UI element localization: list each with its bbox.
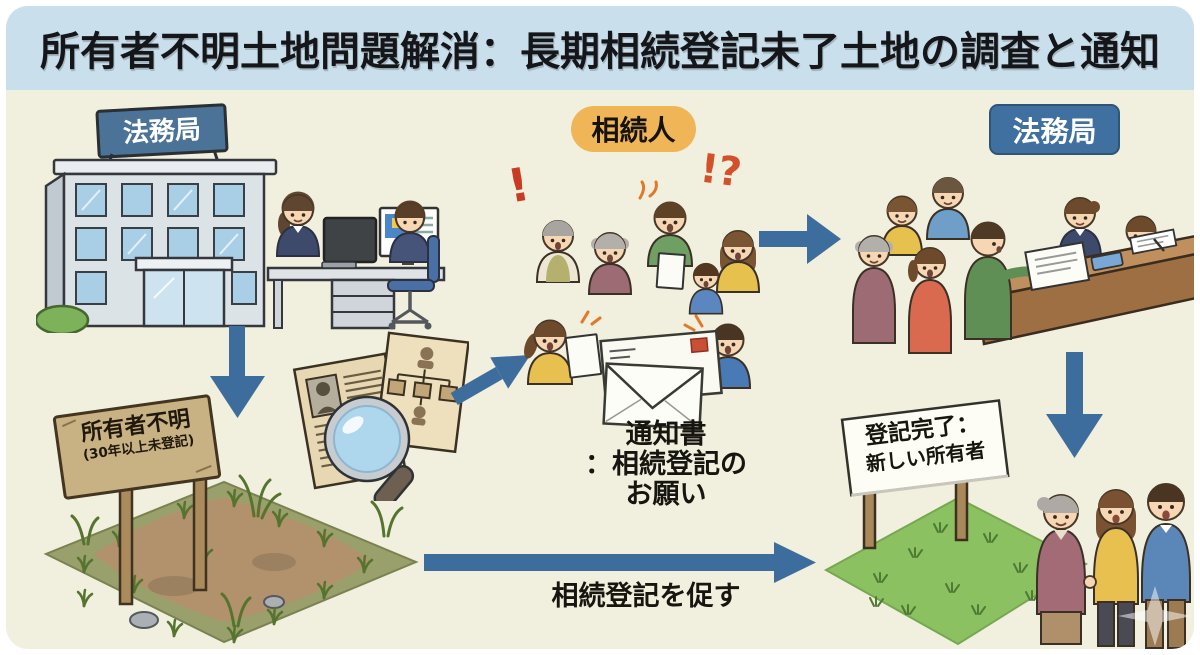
stone <box>129 611 159 629</box>
owner-man <box>1141 483 1191 649</box>
monitor-back <box>322 216 378 264</box>
arrow-shaft <box>759 231 809 247</box>
desk-drawers <box>330 278 396 330</box>
wood-sign-board <box>52 394 222 500</box>
heir-woman-mother <box>715 230 761 293</box>
arrow-head <box>774 542 816 583</box>
counter-items <box>1090 228 1178 272</box>
customer-elderly-woman <box>852 235 896 344</box>
building-side-wall <box>44 171 66 328</box>
homukyoku-badge: 法務局 <box>989 104 1120 155</box>
notice-caption: 通知書 ：相続登記の お願い <box>544 419 788 511</box>
registration-sign-scene: 登記完了： 新しい所有者 <box>836 396 1014 556</box>
arrow-heirs-to-bureau <box>759 212 843 266</box>
heirs-badge: 相続人 <box>571 106 696 152</box>
window-glints <box>81 189 239 255</box>
customer-woman-red <box>908 247 952 354</box>
vacant-land-illustration <box>43 394 419 644</box>
office-chair <box>387 235 440 330</box>
arrow-shaft <box>229 326 245 377</box>
notice-line2: ：相続登記の <box>585 449 747 481</box>
building-roof <box>52 158 278 176</box>
records-search-scene <box>289 321 469 501</box>
entrance-awning <box>134 256 234 272</box>
tall-grass <box>70 474 404 628</box>
arrow-head <box>490 355 531 389</box>
homukyoku-building-scene: 法務局 <box>36 98 446 333</box>
submitted-document <box>1024 241 1091 292</box>
desk-leg <box>273 279 283 329</box>
land-dirt <box>94 498 372 622</box>
arrow-head <box>210 376 265 418</box>
heir-child <box>688 262 724 315</box>
interrobang-mark: !? <box>697 145 745 197</box>
arrow-building-to-land <box>210 326 265 421</box>
arrow-search-to-heirs <box>444 336 544 416</box>
office-desk-scene <box>266 191 446 330</box>
owner-woman <box>1083 489 1139 647</box>
envelope-flap-icon <box>602 362 704 430</box>
stone <box>263 595 285 609</box>
sign-post <box>192 474 208 592</box>
clerk-woman <box>275 191 321 257</box>
arrow-shaft <box>450 366 503 406</box>
owner-grandmother <box>1036 494 1086 645</box>
arrow-bureau-to-owners <box>1046 352 1104 462</box>
office-worker-man <box>388 200 432 263</box>
building-illustration <box>36 103 446 333</box>
building-roof-sign <box>95 103 229 159</box>
promote-registration-label: 相続登記を促す <box>551 581 741 612</box>
heir-young-woman <box>524 319 603 385</box>
registration-sign-board <box>840 399 1010 497</box>
bureau-counter-scene <box>836 139 1194 354</box>
arrow-shaft <box>424 554 776 571</box>
new-owners-family <box>1006 452 1194 649</box>
heir-elderly-woman <box>587 232 633 295</box>
customer-man-blue <box>925 177 971 240</box>
heir-man-green <box>646 201 694 290</box>
vacant-land-scene: 所有者不明 (30年以上未登記) <box>24 386 434 649</box>
arrow-head <box>1046 414 1103 458</box>
arrow-promote-registration <box>424 540 816 586</box>
desk-top <box>266 266 446 282</box>
sign-post <box>118 480 134 606</box>
arrow-head <box>807 214 841 264</box>
pen <box>1153 238 1165 252</box>
infographic-canvas: 所有者不明土地問題解消：長期相続登記未了土地の調査と通知 <box>6 6 1194 649</box>
notice-line3: お願い <box>625 479 707 511</box>
customer-man-green <box>964 221 1045 340</box>
heir-elderly-man <box>535 220 581 283</box>
family-tree-chart <box>374 331 469 454</box>
building-sign-label: 法務局 <box>122 114 202 150</box>
keyboard <box>321 261 357 269</box>
magnifier-icon <box>323 395 415 501</box>
arrow-shaft <box>1066 352 1083 415</box>
surprise-squiggles <box>580 180 704 332</box>
page-title: 所有者不明土地問題解消：長期相続登記未了土地の調査と通知 <box>40 29 1160 75</box>
notice-envelopes <box>591 324 741 430</box>
bush <box>36 304 90 333</box>
notice-line1: 通知書 <box>625 419 707 450</box>
title-bar: 所有者不明土地問題解消：長期相続登記未了土地の調査と通知 <box>6 6 1194 90</box>
